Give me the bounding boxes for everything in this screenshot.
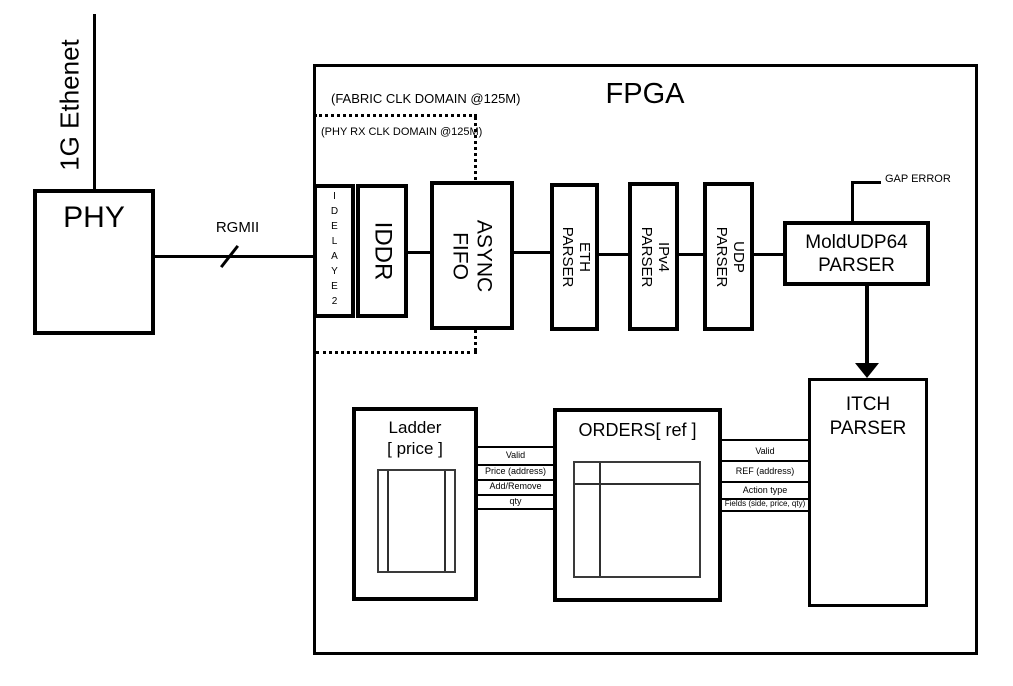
- orders-table-row-line: [575, 483, 699, 485]
- rgmii-label: RGMII: [215, 219, 260, 236]
- ethernet-label-wrap: 1G Ethenet: [50, 22, 90, 187]
- bus-wire: [478, 508, 553, 510]
- signal-label-valid: Valid: [755, 446, 775, 456]
- ethernet-wire: [93, 14, 96, 190]
- itch-parser-label: ITCH PARSER: [829, 394, 907, 439]
- ethernet-label: 1G Ethenet: [54, 38, 85, 171]
- udp-mold-wire: [754, 253, 783, 256]
- ladder-table-graphic: [377, 469, 456, 573]
- signal-label-ref-address: REF (address): [735, 466, 795, 476]
- signal-label-action-type: Action type: [742, 485, 788, 495]
- orders-table-col-line: [599, 463, 601, 576]
- orders-label: ORDERS[ ref ]: [578, 420, 697, 440]
- udp-parser-label: UDP PARSER: [712, 226, 747, 287]
- async-fifo-label: ASYNC FIFO: [449, 219, 496, 292]
- gap-error-label: GAP ERROR: [885, 173, 951, 185]
- ladder-label: Ladder [ price ]: [387, 418, 443, 458]
- orders-table-graphic: [573, 461, 701, 578]
- signal-label-add-remove: Add/Remove: [489, 481, 542, 491]
- asyncfifo-eth-wire: [514, 251, 550, 254]
- bus-wire: [722, 510, 808, 512]
- gap-error-wire-vert: [851, 181, 854, 222]
- eth-parser-label: ETH PARSER: [558, 226, 593, 288]
- moldudp64-parser-block: MoldUDP64 PARSER: [783, 221, 930, 286]
- arrow-down-icon: [855, 363, 879, 378]
- bus-wire: [722, 498, 808, 500]
- signal-label-price-address: Price (address): [484, 466, 547, 476]
- async-fifo-block: ASYNC FIFO: [430, 181, 514, 330]
- iddr-label: IDDR: [369, 221, 397, 281]
- moldudp64-parser-label: MoldUDP64 PARSER: [805, 231, 908, 276]
- bus-wire: [722, 460, 808, 462]
- bus-wire: [478, 446, 553, 448]
- ladder-table-line-right: [444, 471, 446, 571]
- iddr-block: IDDR: [356, 184, 408, 318]
- idelaye2-label: IDELAYE2: [329, 191, 340, 311]
- phy-label: PHY: [63, 201, 125, 234]
- idelaye2-block: IDELAYE2: [313, 184, 355, 318]
- fabric-clk-domain-label: (FABRIC CLK DOMAIN @125M): [331, 91, 521, 106]
- clk-domain-boundary-top: [314, 114, 477, 117]
- ipv4-parser-label: IPv4 PARSER: [637, 226, 672, 287]
- itch-parser-block: ITCH PARSER: [808, 378, 928, 607]
- bus-wire: [722, 481, 808, 483]
- clk-domain-boundary-vert-lower: [474, 330, 477, 351]
- orders-itch-bus: Valid REF (address) Action type Fields (…: [722, 437, 808, 514]
- eth-ipv4-wire: [599, 253, 628, 256]
- gap-error-wire-horiz: [851, 181, 881, 184]
- bus-wire: [478, 494, 553, 496]
- phy-block: PHY: [33, 189, 155, 335]
- clk-domain-boundary-bottom: [316, 351, 477, 354]
- signal-label-fields: Fields (side, price, qty): [724, 499, 806, 508]
- bus-wire: [478, 479, 553, 481]
- rgmii-wire: [155, 255, 315, 258]
- clk-domain-boundary-vert-upper: [474, 117, 477, 180]
- ipv4-udp-wire: [679, 253, 703, 256]
- fpga-title: FPGA: [605, 78, 685, 110]
- ladder-table-line-left: [387, 471, 389, 571]
- phy-rx-clk-domain-label: (PHY RX CLK DOMAIN @125M): [321, 126, 483, 138]
- mold-itch-wire: [865, 286, 869, 366]
- iddr-asyncfifo-wire: [408, 251, 430, 254]
- ladder-orders-bus: Valid Price (address) Add/Remove qty: [478, 444, 553, 514]
- udp-parser-block: UDP PARSER: [703, 182, 754, 331]
- eth-parser-block: ETH PARSER: [550, 183, 599, 331]
- bus-wire: [722, 439, 808, 441]
- signal-label-qty: qty: [509, 496, 522, 506]
- bus-wire: [478, 464, 553, 466]
- ipv4-parser-block: IPv4 PARSER: [628, 182, 679, 331]
- signal-label-valid: Valid: [505, 450, 526, 460]
